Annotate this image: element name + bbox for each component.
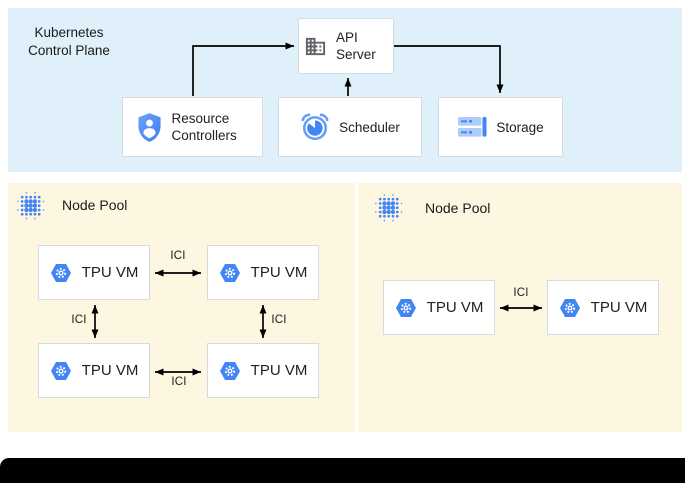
shield-person-icon xyxy=(137,112,161,142)
resource-controllers-label: Resource Controllers xyxy=(171,111,237,143)
ici-label: ICI xyxy=(271,314,287,326)
tpu-vm-node: TPU VM xyxy=(207,245,319,300)
tpu-vm-label: TPU VM xyxy=(81,264,139,281)
storage-label: Storage xyxy=(496,119,544,135)
bottom-bar xyxy=(0,458,685,483)
tpu-vm-label: TPU VM xyxy=(250,362,308,379)
node-pool-dots-icon xyxy=(17,192,45,220)
alarm-clock-icon xyxy=(301,113,329,141)
building-icon xyxy=(305,37,326,55)
storage-node: Storage xyxy=(438,97,563,157)
node-pool-left-title: Node Pool xyxy=(62,197,128,213)
tpu-hexagon-icon xyxy=(50,263,71,282)
node-pool-dots-icon xyxy=(375,194,403,222)
scheduler-label: Scheduler xyxy=(339,119,400,135)
tpu-vm-label: TPU VM xyxy=(590,299,648,316)
resource-controllers-node: Resource Controllers xyxy=(122,97,263,157)
api-server-node: API Server xyxy=(298,18,394,74)
api-server-label: API Server xyxy=(336,30,376,62)
ici-label: ICI xyxy=(171,376,187,388)
tpu-hexagon-icon xyxy=(219,361,240,380)
tpu-vm-node: TPU VM xyxy=(38,343,150,398)
control-plane-title: Kubernetes Control Plane xyxy=(28,25,110,58)
tpu-vm-node: TPU VM xyxy=(38,245,150,300)
server-stack-icon xyxy=(458,117,487,137)
tpu-vm-label: TPU VM xyxy=(250,264,308,281)
scheduler-node: Scheduler xyxy=(278,97,422,157)
tpu-hexagon-icon xyxy=(559,298,580,317)
tpu-hexagon-icon xyxy=(395,298,416,317)
tpu-vm-label: TPU VM xyxy=(81,362,139,379)
tpu-hexagon-icon xyxy=(219,263,240,282)
tpu-hexagon-icon xyxy=(50,361,71,380)
ici-label: ICI xyxy=(513,287,529,299)
tpu-vm-node: TPU VM xyxy=(547,280,659,335)
tpu-vm-label: TPU VM xyxy=(426,299,484,316)
ici-label: ICI xyxy=(170,250,186,262)
tpu-vm-node: TPU VM xyxy=(383,280,495,335)
ici-label: ICI xyxy=(71,314,87,326)
node-pool-right-title: Node Pool xyxy=(425,200,491,216)
tpu-vm-node: TPU VM xyxy=(207,343,319,398)
